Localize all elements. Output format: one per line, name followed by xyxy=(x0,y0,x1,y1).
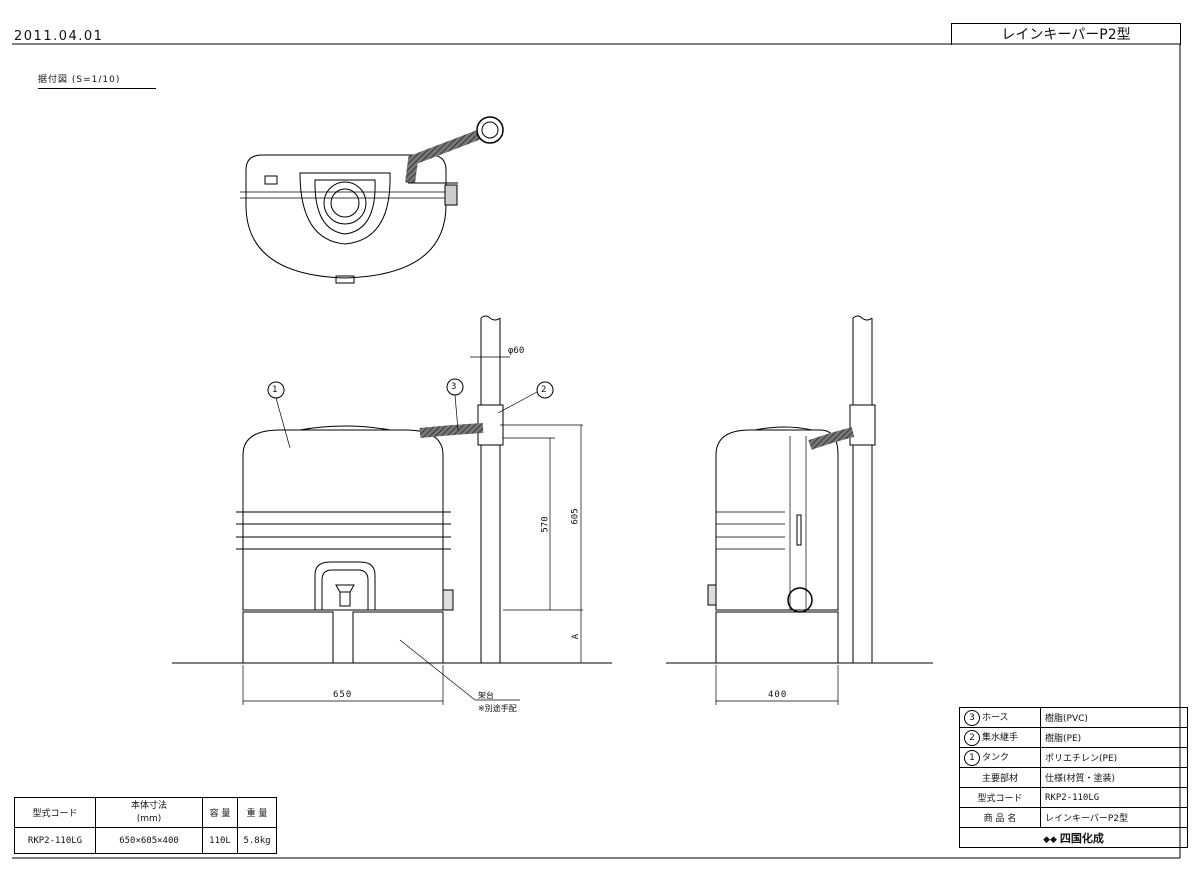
main-parts-label: 主要部材 xyxy=(959,767,1041,788)
callout-3-label: 3 xyxy=(451,382,457,392)
plan-cap-inner xyxy=(330,188,360,218)
drawing-title: レインキーパーP2型 xyxy=(1001,27,1131,43)
main-parts-value: 仕様(材質・塗装) xyxy=(1040,767,1188,788)
plan-vent xyxy=(264,175,278,185)
spec-capacity: 110L xyxy=(202,827,238,854)
product-name-value: レインキーパーP2型 xyxy=(1040,807,1188,828)
model-code-label: 型式コード xyxy=(959,787,1041,808)
side-view xyxy=(666,315,933,705)
dim-650-label: 650 xyxy=(333,690,353,700)
spec-code: RKP2-110LG xyxy=(14,827,96,854)
front-stand-right xyxy=(352,611,444,664)
part-material-3: 樹脂(PVC) xyxy=(1040,707,1188,728)
model-code-value: RKP2-110LG xyxy=(1040,787,1188,808)
callout-1-label: 1 xyxy=(272,385,278,395)
plan-hose xyxy=(405,130,480,184)
title-block: レインキーパーP2型 xyxy=(951,23,1181,45)
company-name: 四国化成 xyxy=(1059,831,1104,845)
side-stand xyxy=(715,611,839,664)
view-label: 据付図 (S=1/10) xyxy=(38,76,156,89)
part-material-2: 樹脂(PE) xyxy=(1040,727,1188,748)
front-tank-body xyxy=(242,429,444,611)
front-stand-left xyxy=(242,611,334,664)
plan-faucet xyxy=(335,275,355,284)
dim-400-label: 400 xyxy=(768,690,788,700)
part-name-2: 集水継手 xyxy=(982,732,1019,743)
callout-2 xyxy=(536,381,554,399)
plan-tank-outline xyxy=(245,154,447,279)
stand-note-sub: ※別途手配 xyxy=(478,704,517,713)
part-material-1: ポリエチレン(PE) xyxy=(1040,747,1188,768)
spec-header-capacity: 容 量 xyxy=(202,797,238,828)
part-num-1: 1 xyxy=(964,749,980,766)
front-tank-cap xyxy=(299,425,391,431)
dim-570-label: 570 xyxy=(540,516,551,533)
plan-view xyxy=(240,116,504,284)
side-tank-body xyxy=(715,429,839,611)
plan-pipe-inner xyxy=(481,121,499,139)
spec-weight: 5.8kg xyxy=(237,827,277,854)
part-num-3: 3 xyxy=(964,709,980,726)
side-collector xyxy=(849,404,876,446)
spec-header-weight: 重 量 xyxy=(237,797,277,828)
plan-fitting xyxy=(444,184,458,206)
spec-header-code: 型式コード xyxy=(14,797,96,828)
company-logo-icon: ◆◆ xyxy=(1043,834,1057,845)
side-hose xyxy=(808,427,855,450)
plan-inlet-recess xyxy=(299,172,391,245)
stand-note: 架台 xyxy=(478,691,494,700)
part-name-3: ホース xyxy=(982,712,1009,723)
side-slot xyxy=(796,514,802,546)
front-hose xyxy=(419,423,484,438)
front-faucet-recess xyxy=(314,561,376,610)
dim-a-label: A xyxy=(571,633,582,640)
callout-2-label: 2 xyxy=(541,385,547,395)
part-name-1: タンク xyxy=(982,752,1010,763)
front-drain xyxy=(442,589,454,611)
spec-table: 型式コード 本体寸法 (mm) 容 量 重 量 RKP2-110LG 650×6… xyxy=(14,797,277,854)
spec-dims: 650×605×400 xyxy=(95,827,203,854)
plan-cap-outer xyxy=(323,181,367,225)
drawing-date: 2011.04.01 xyxy=(14,29,104,44)
front-rib-upper xyxy=(236,511,451,525)
dim-605-label: 605 xyxy=(570,508,581,525)
product-name-label: 商 品 名 xyxy=(959,807,1041,828)
spec-header-dims: 本体寸法 (mm) xyxy=(95,797,203,828)
front-rib-lower xyxy=(236,536,451,550)
plan-pipe-outer xyxy=(476,116,504,144)
front-view xyxy=(172,315,612,705)
front-faucet xyxy=(335,584,355,593)
pipe-diameter-label: φ60 xyxy=(508,346,525,356)
side-faucet xyxy=(787,587,813,613)
part-num-2: 2 xyxy=(964,729,980,746)
company-logo-cell: ◆◆ 四国化成 xyxy=(959,827,1188,848)
